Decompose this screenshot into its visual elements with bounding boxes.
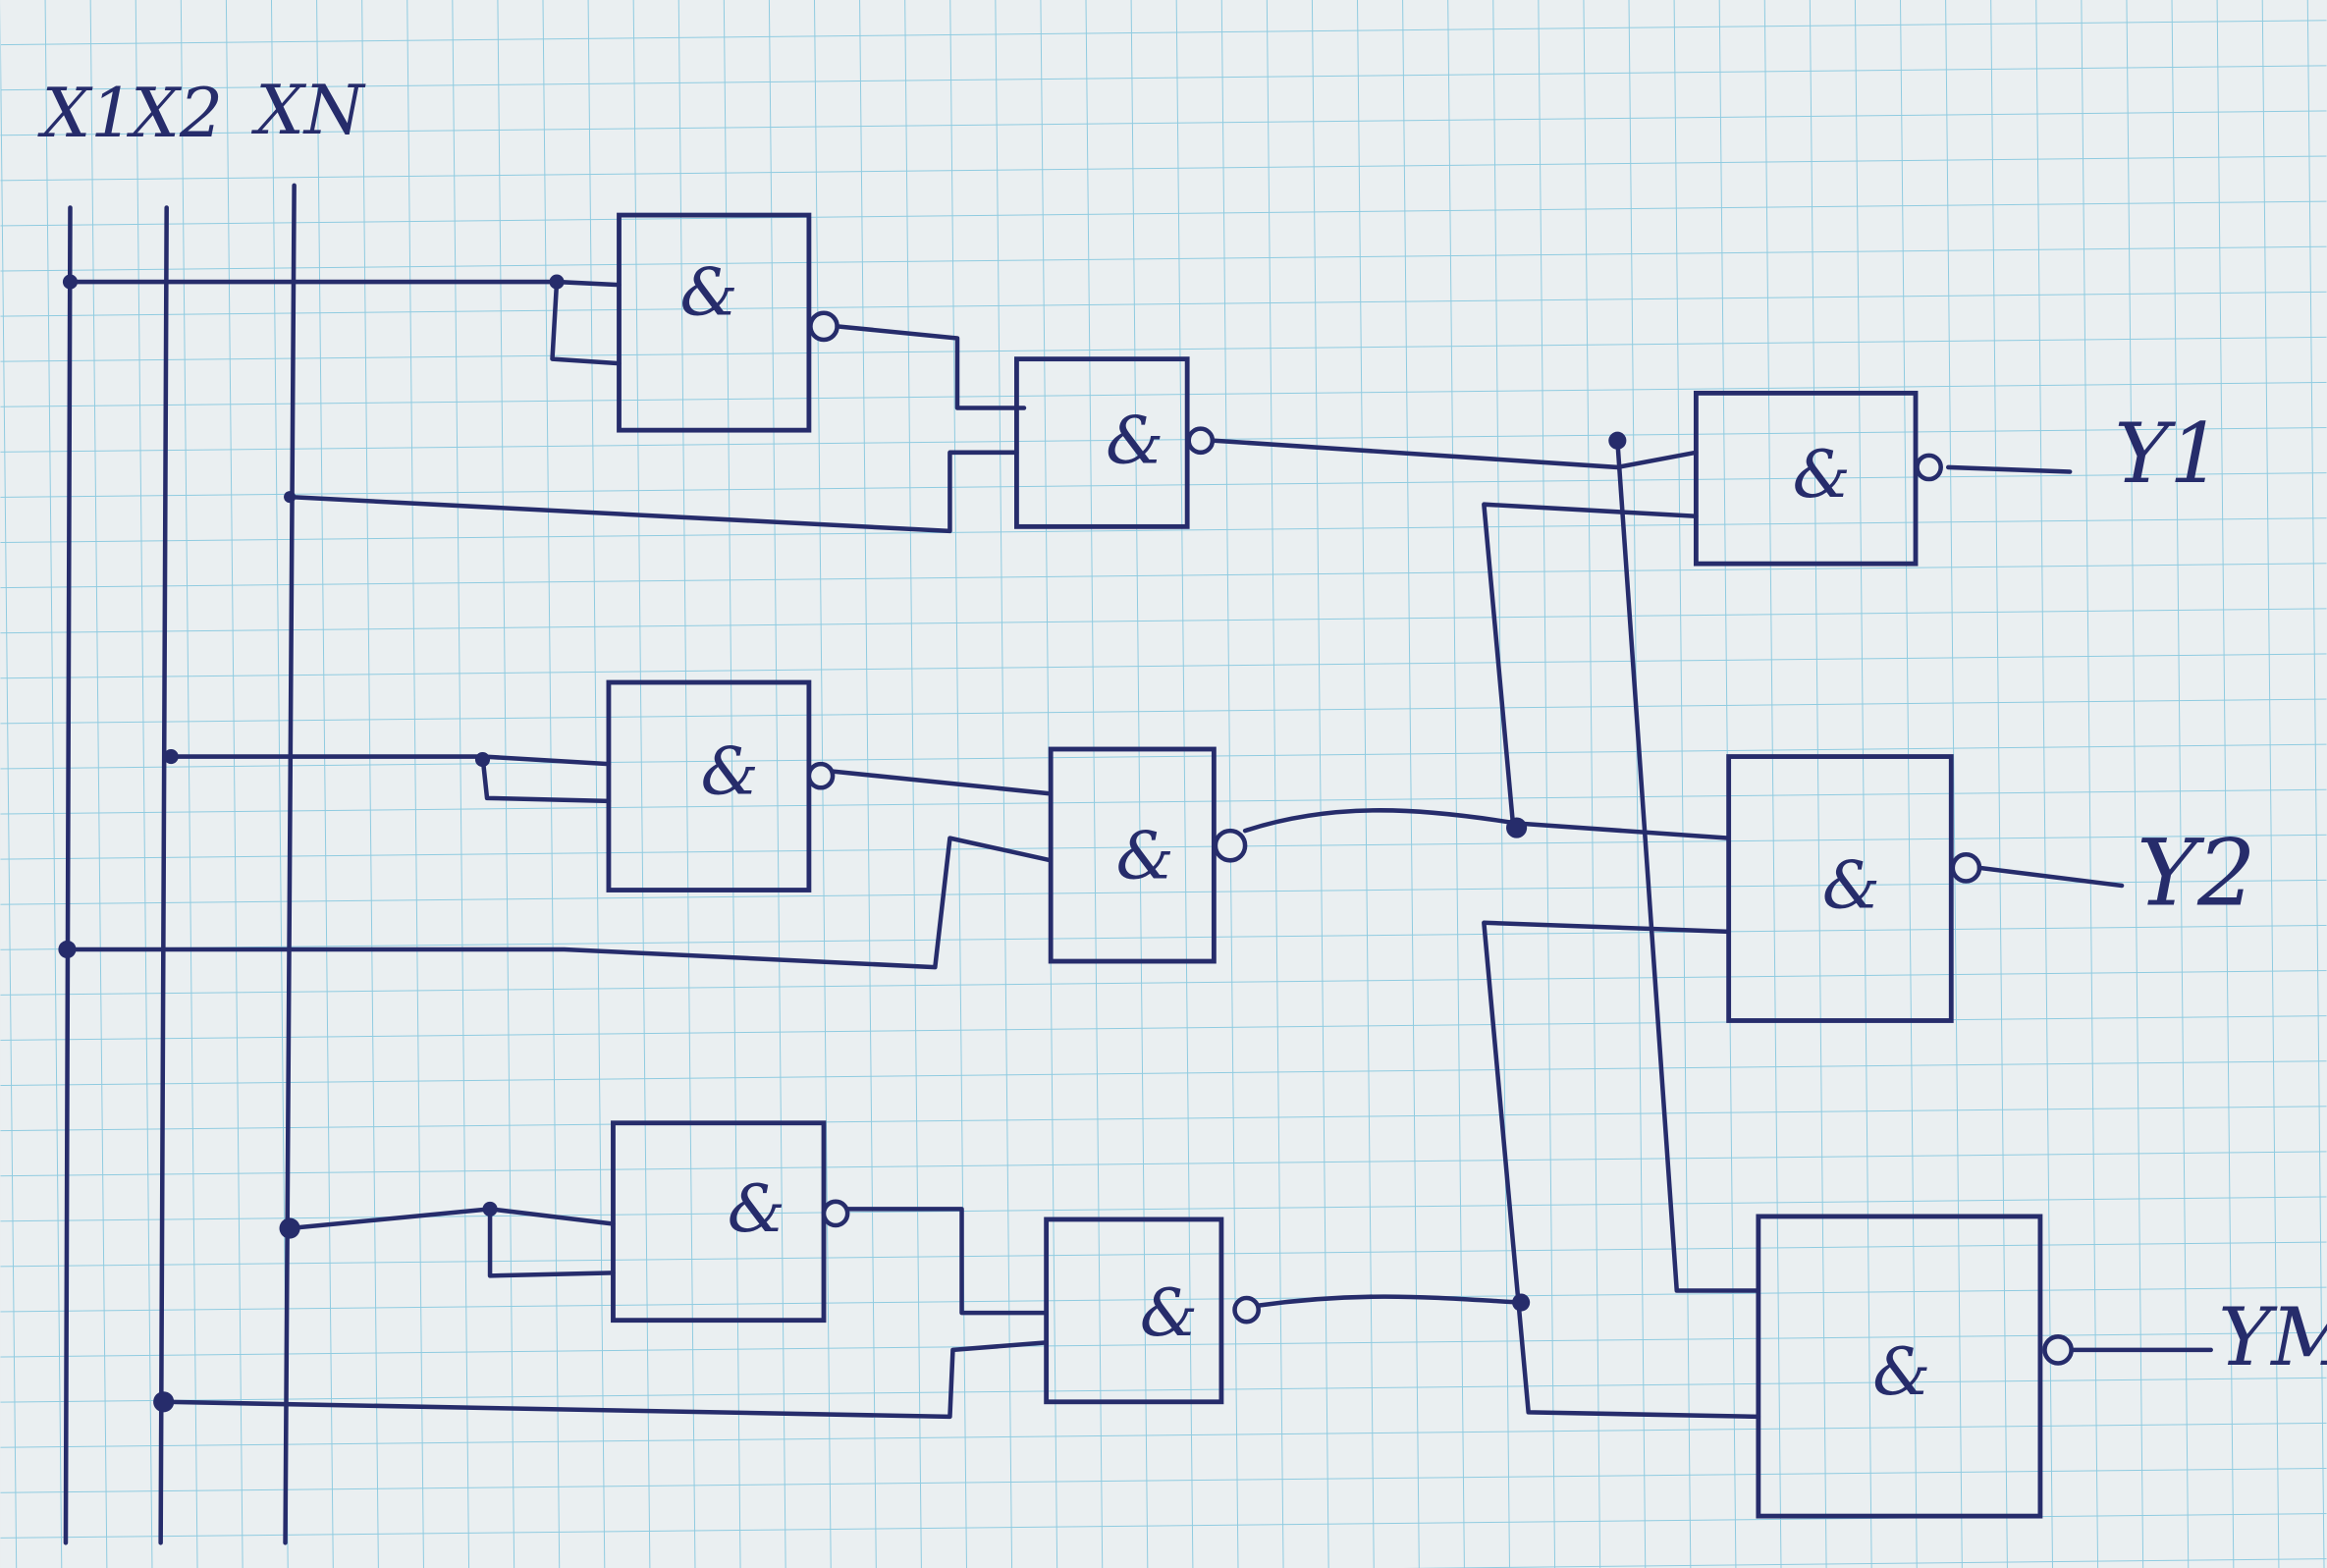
nand-gate-4: &: [1048, 746, 1248, 964]
gate-symbol: &: [1140, 1274, 1198, 1351]
input-label-x2: X2: [126, 74, 223, 153]
junction-dots: [58, 274, 1627, 1413]
gate-symbol: &: [1822, 847, 1880, 924]
nand-gate-5: &: [611, 1120, 850, 1324]
output-label-ym: YM: [2218, 1291, 2327, 1384]
wires: [65, 279, 2213, 1420]
rail-xn: [283, 183, 297, 1545]
input-label-x1: X1: [37, 74, 135, 153]
nand-gate-ym: &: [1756, 1214, 2074, 1519]
rail-x2: [158, 205, 169, 1545]
nand-gate-3: &: [606, 679, 836, 892]
gate-symbol: &: [679, 253, 737, 330]
gate-symbol: &: [701, 732, 759, 809]
input-label-xn: XN: [250, 71, 365, 150]
nand-gate-y1: &: [1693, 390, 1943, 567]
nand-gate-1: &: [617, 212, 839, 433]
gate-symbol: &: [1116, 817, 1174, 893]
nand-gate-y2: &: [1726, 754, 1982, 1023]
gate-symbol: &: [728, 1170, 785, 1247]
gate-symbol: &: [1872, 1333, 1930, 1410]
gate-symbol: &: [1106, 402, 1164, 478]
output-label-y1: Y1: [2114, 405, 2222, 502]
gate-symbol: &: [1793, 436, 1851, 513]
output-label-y2: Y2: [2137, 821, 2255, 928]
rail-x1: [63, 205, 73, 1545]
